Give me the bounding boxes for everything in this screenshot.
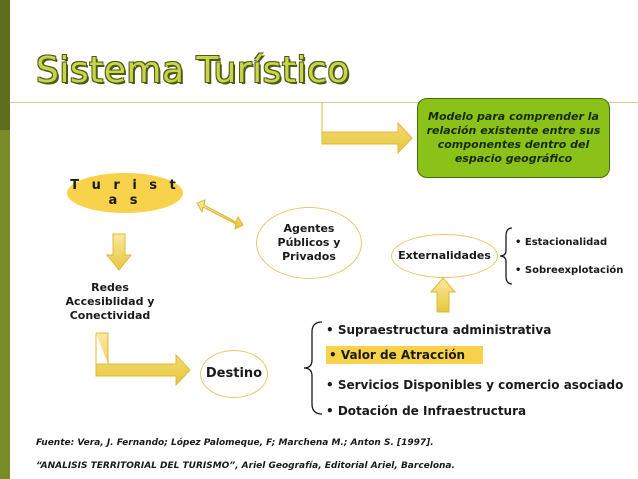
externalidad-item-estacionalidad: • Estacionalidad <box>515 237 608 248</box>
turistas-node: T u r i s t a s <box>67 173 183 213</box>
slide-title: Sistema Turístico <box>36 50 350 91</box>
down-arrow-to-redes <box>105 233 133 271</box>
agentes-node: Agentes Públicos y Privados <box>256 207 362 279</box>
brace-destino <box>303 321 323 415</box>
destino-item-dotacion: • Dotación de Infraestructura <box>326 404 527 418</box>
destino-node: Destino <box>200 350 268 398</box>
source-reference: “ANALISIS TERRITORIAL DEL TURISMO”, Arie… <box>36 461 455 471</box>
side-bar-top <box>0 0 10 130</box>
destino-item-valor-atraccion: • Valor de Atracción <box>326 346 484 364</box>
up-arrow-to-externalidades <box>429 277 457 313</box>
redes-label: Redes Accesiblidad y Conectividad <box>65 281 155 322</box>
source-citation: Fuente: Vera, J. Fernando; López Palomeq… <box>36 438 434 448</box>
destino-item-supraestructura: • Supraestructura administrativa <box>326 323 552 337</box>
brace-externalidades <box>499 227 513 285</box>
externalidades-node: Externalidades <box>391 234 498 278</box>
l-arrow-to-destino <box>95 332 191 387</box>
destino-item-servicios: • Servicios Disponibles y comercio asoci… <box>326 378 624 392</box>
externalidad-item-sobreexplotacion: • Sobreexplotación <box>515 265 624 276</box>
title-divider <box>10 102 638 103</box>
side-bar <box>0 0 10 479</box>
modelo-box: Modelo para comprender la relación exist… <box>417 98 610 178</box>
double-arrow-turistas-agentes <box>196 199 244 230</box>
l-arrow-to-modelo <box>321 102 413 155</box>
